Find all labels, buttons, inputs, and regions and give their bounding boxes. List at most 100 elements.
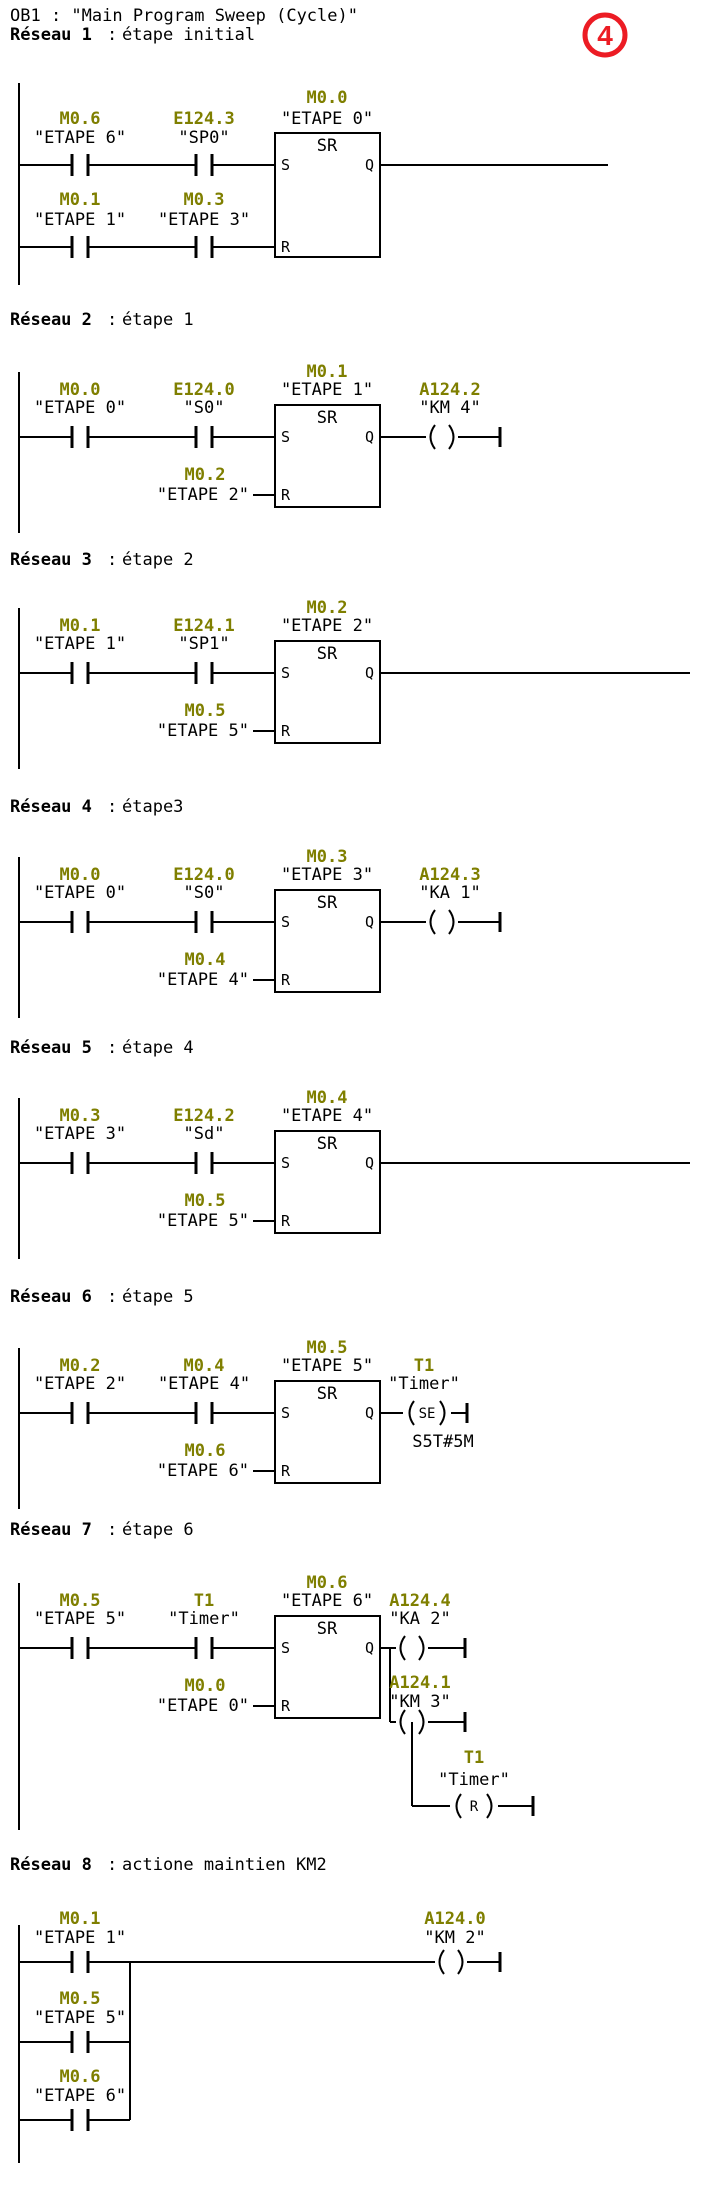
operand-address: E124.1 — [173, 616, 234, 636]
pin-r: R — [281, 971, 291, 989]
network-7-header[interactable]: Réseau 7 : étape 6 — [10, 1520, 194, 1540]
operand-address: M0.0 — [60, 865, 101, 885]
no-contact[interactable]: M0.0 "ETAPE 0" — [34, 865, 126, 933]
pin-q: Q — [365, 1404, 374, 1422]
network-2: Réseau 2 : étape 1 M0.0 "ETAPE 0" E124.0… — [10, 310, 502, 533]
operand-symbol: "ETAPE 2" — [281, 616, 373, 636]
pin-s: S — [281, 1404, 290, 1422]
network-2-header[interactable]: Réseau 2 : étape 1 — [10, 310, 194, 330]
output-coil[interactable]: A124.1 "KM 3" — [389, 1673, 467, 1735]
operand-address: M0.1 — [60, 616, 101, 636]
network-label: Réseau 8 — [10, 1855, 92, 1875]
output-coil[interactable]: A124.3 "KA 1" — [380, 865, 502, 935]
operand-symbol: "ETAPE 5" — [157, 721, 249, 741]
operand-address: M0.2 — [307, 598, 348, 618]
operand-address: A124.0 — [424, 1909, 485, 1929]
operand-symbol: "ETAPE 6" — [281, 1591, 373, 1611]
network-separator: : — [107, 1038, 117, 1058]
no-contact[interactable]: M0.2 "ETAPE 2" — [34, 1356, 126, 1424]
box-type: SR — [317, 893, 338, 913]
operand-address: M0.2 — [60, 1356, 101, 1376]
no-contact[interactable]: E124.3 "SP0" — [173, 109, 235, 176]
network-separator: : — [107, 1520, 117, 1540]
network-title: actione maintien KM2 — [122, 1855, 327, 1875]
operand-symbol: "ETAPE 1" — [34, 634, 126, 654]
network-6-header[interactable]: Réseau 6 : étape 5 — [10, 1287, 194, 1307]
network-1-header[interactable]: Réseau 1 : étape initial — [10, 25, 255, 45]
operand-address: A124.4 — [389, 1591, 450, 1611]
sr-flipflop[interactable]: M0.3 "ETAPE 3" SR S Q R — [274, 847, 381, 993]
operand-address: A124.2 — [419, 380, 480, 400]
network-label: Réseau 2 — [10, 310, 92, 330]
r-operand[interactable]: M0.0 "ETAPE 0" — [157, 1676, 275, 1716]
operand-address: E124.0 — [173, 380, 234, 400]
network-title: étape 4 — [122, 1038, 194, 1058]
network-8-header[interactable]: Réseau 8 : actione maintien KM2 — [10, 1855, 327, 1875]
no-contact[interactable]: E124.2 "Sd" — [173, 1106, 235, 1174]
no-contact[interactable]: M0.1 "ETAPE 1" — [34, 616, 126, 684]
operand-address: M0.2 — [185, 465, 226, 485]
no-contact[interactable]: M0.1 "ETAPE 1" — [34, 190, 126, 258]
operand-address: M0.0 — [307, 88, 348, 108]
no-contact[interactable]: M0.1 "ETAPE 1" — [34, 1909, 126, 1973]
operand-address: E124.0 — [173, 865, 234, 885]
pin-s: S — [281, 156, 290, 174]
no-contact[interactable]: T1 "Timer" — [168, 1591, 240, 1659]
pin-s: S — [281, 664, 290, 682]
no-contact[interactable]: M0.4 "ETAPE 4" — [158, 1356, 250, 1424]
no-contact[interactable]: E124.0 "S0" — [173, 865, 235, 933]
output-coil[interactable]: A124.4 "KA 2" — [380, 1591, 467, 1661]
r-operand[interactable]: M0.6 "ETAPE 6" — [157, 1441, 275, 1481]
network-title: étape3 — [122, 797, 183, 817]
r-operand[interactable]: M0.5 "ETAPE 5" — [157, 1191, 275, 1231]
box-type: SR — [317, 136, 338, 156]
no-contact[interactable]: E124.0 "S0" — [173, 380, 235, 448]
r-operand[interactable]: M0.4 "ETAPE 4" — [157, 950, 275, 990]
no-contact[interactable]: M0.6 "ETAPE 6" — [34, 2067, 126, 2131]
operand-address: E124.2 — [173, 1106, 234, 1126]
operand-symbol: "ETAPE 0" — [157, 1696, 249, 1716]
timer-se-coil[interactable]: SE T1 "Timer" S5T#5M — [380, 1356, 474, 1452]
network-separator: : — [107, 1855, 117, 1875]
output-coil[interactable]: A124.0 "KM 2" — [424, 1909, 502, 1975]
operand-address: T1 — [414, 1356, 434, 1376]
operand-symbol: "ETAPE 5" — [157, 1211, 249, 1231]
network-1: Réseau 1 : étape initial M0.6 "ETAPE 6" … — [10, 25, 608, 285]
sr-flipflop[interactable]: M0.2 "ETAPE 2" SR S Q R — [274, 598, 381, 744]
network-label: Réseau 6 — [10, 1287, 92, 1307]
r-operand[interactable]: M0.5 "ETAPE 5" — [157, 701, 275, 741]
r-operand[interactable]: M0.2 "ETAPE 2" — [157, 465, 275, 505]
no-contact[interactable]: E124.1 "SP1" — [173, 616, 235, 684]
network-title: étape 2 — [122, 550, 194, 570]
operand-address: M0.4 — [185, 950, 226, 970]
no-contact[interactable]: M0.3 "ETAPE 3" — [34, 1106, 126, 1174]
operand-symbol: "Timer" — [168, 1609, 240, 1629]
no-contact[interactable]: M0.5 "ETAPE 5" — [34, 1591, 126, 1659]
no-contact[interactable]: M0.5 "ETAPE 5" — [34, 1989, 126, 2053]
pin-q: Q — [365, 913, 374, 931]
box-type: SR — [317, 408, 338, 428]
operand-symbol: "ETAPE 4" — [158, 1374, 250, 1394]
operand-address: T1 — [194, 1591, 214, 1611]
box-type: SR — [317, 1384, 338, 1404]
network-separator: : — [107, 25, 117, 45]
timer-reset-coil[interactable]: R T1 "Timer" — [412, 1748, 535, 1819]
no-contact[interactable]: M0.6 "ETAPE 6" — [34, 109, 126, 176]
network-5-header[interactable]: Réseau 5 : étape 4 — [10, 1038, 194, 1058]
sr-flipflop[interactable]: M0.5 "ETAPE 5" SR S Q R — [274, 1338, 381, 1484]
network-3-header[interactable]: Réseau 3 : étape 2 — [10, 550, 194, 570]
sr-flipflop[interactable]: M0.0 "ETAPE 0" SR S Q R — [274, 88, 381, 258]
sr-flipflop[interactable]: M0.1 "ETAPE 1" SR S Q R — [274, 362, 381, 508]
sr-flipflop[interactable]: M0.4 "ETAPE 4" SR S Q R — [274, 1088, 381, 1234]
operand-symbol: "ETAPE 4" — [157, 970, 249, 990]
operand-symbol: "ETAPE 1" — [34, 210, 126, 230]
operand-address: M0.1 — [60, 1909, 101, 1929]
no-contact[interactable]: M0.3 "ETAPE 3" — [158, 190, 250, 258]
network-4-header[interactable]: Réseau 4 : étape3 — [10, 797, 183, 817]
network-3: Réseau 3 : étape 2 M0.1 "ETAPE 1" E124.1… — [10, 550, 690, 769]
pin-r: R — [281, 1212, 291, 1230]
no-contact[interactable]: M0.0 "ETAPE 0" — [34, 380, 126, 448]
output-coil[interactable]: A124.2 "KM 4" — [380, 380, 502, 450]
sr-flipflop[interactable]: M0.6 "ETAPE 6" SR S Q R — [274, 1573, 381, 1719]
